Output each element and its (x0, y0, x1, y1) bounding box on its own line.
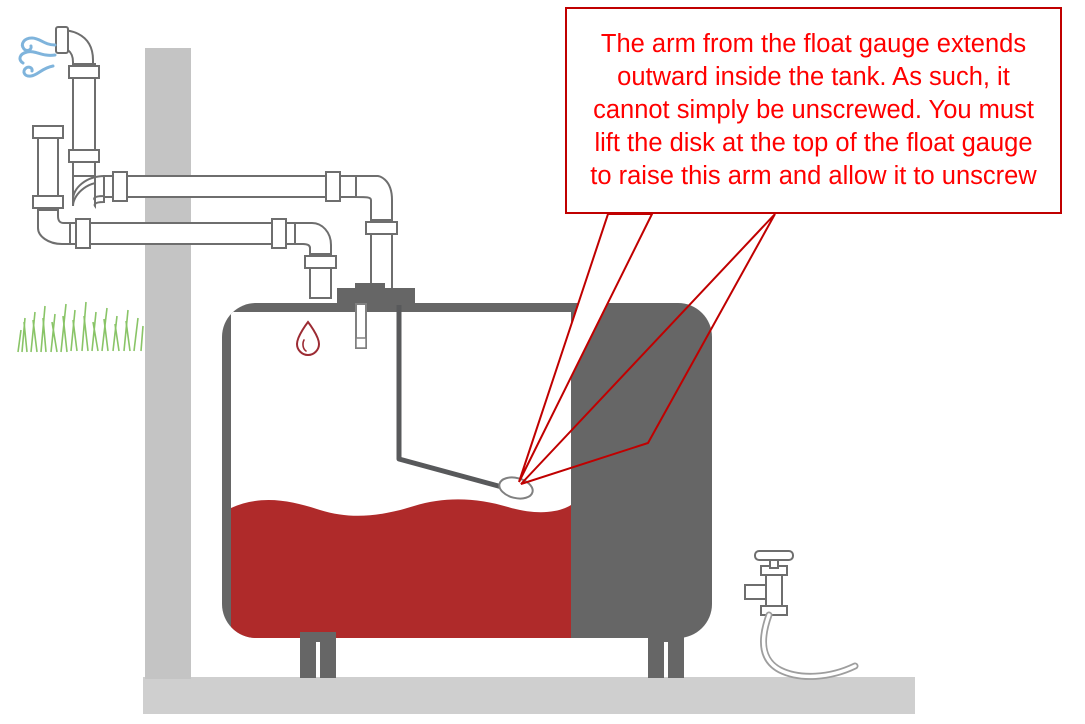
liquid-fill (231, 499, 571, 638)
grass (17, 301, 144, 353)
outlet-hose-inner (761, 613, 857, 679)
fill-pipe-coupling-left (304, 255, 337, 269)
air-swirls-icon (18, 36, 57, 78)
vent-pipe-coupling-2 (68, 149, 100, 163)
pipe-elbow-upper-left-curve (72, 174, 106, 203)
supply-pipe-lower-coupling-1 (75, 218, 91, 249)
gauge-stub-cap (355, 337, 367, 349)
float-gauge (396, 305, 534, 500)
tank-leg-2-top (648, 632, 684, 642)
pointer-left (518, 213, 654, 483)
pointer-right (520, 213, 776, 485)
vent-pipe-opening-flange (55, 26, 69, 54)
tank-leg-1a (300, 636, 316, 678)
supply-pipe-lower (69, 222, 296, 245)
tank-legs (300, 632, 684, 678)
supply-pipe-lower-coupling-2b (271, 218, 287, 249)
supply-pipe-upper (103, 175, 357, 198)
supply-pipe-upper-coupling-2 (325, 171, 341, 202)
tank-leg-1-top (300, 632, 336, 642)
callout-pointers (518, 213, 776, 485)
callout-text: The arm from the float gauge extends out… (590, 29, 1037, 191)
valve-coupling-bottom (760, 605, 788, 616)
standpipe-cap (32, 125, 64, 139)
tank-leg-2b (668, 636, 684, 678)
standpipe-coupling (32, 195, 64, 209)
tank-leg-2a (648, 636, 664, 678)
tank-top-flange (337, 288, 415, 304)
ground-slab (143, 677, 915, 714)
tank-top-flange-riser (355, 283, 385, 291)
pipe-system (32, 26, 398, 299)
callout-box: The arm from the float gauge extends out… (565, 7, 1062, 214)
tank-leg-1b (320, 636, 336, 678)
fill-pipe-coupling-right (365, 221, 398, 235)
float-gauge-arm (396, 456, 505, 490)
wall (145, 48, 191, 679)
outlet-valve (744, 550, 794, 616)
droplet-icon-highlight (302, 339, 307, 352)
valve-handle-wheel (754, 550, 794, 561)
vent-pipe-coupling-1 (68, 65, 100, 79)
supply-pipe-upper-coupling-1 (112, 171, 128, 202)
